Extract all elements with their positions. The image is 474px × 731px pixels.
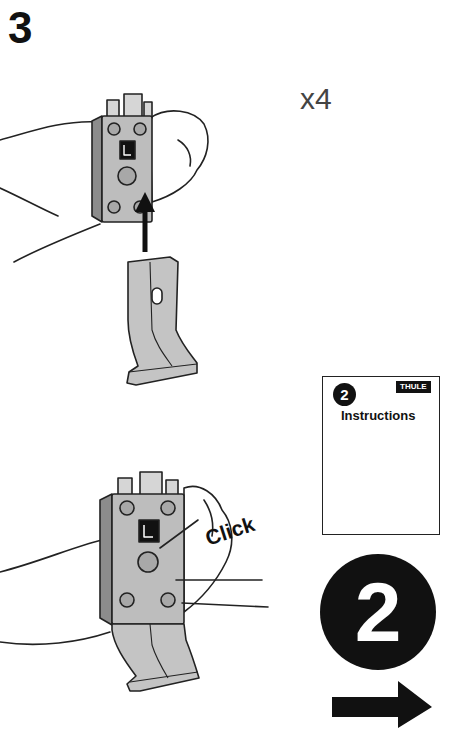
clip <box>152 288 162 304</box>
clip <box>130 672 198 682</box>
clip <box>150 262 172 366</box>
clip <box>150 624 168 678</box>
bracket <box>139 520 159 542</box>
hand-outline <box>0 122 98 140</box>
next-arrow <box>332 681 432 728</box>
hand-outline <box>0 111 208 266</box>
instructions-booklet-text: Instructions <box>341 409 415 422</box>
bracket <box>161 593 175 607</box>
bracket <box>120 593 134 607</box>
hand-outline <box>150 111 208 202</box>
hand-outline <box>0 122 100 266</box>
clip <box>127 257 197 385</box>
hand-outline <box>0 188 58 216</box>
bracket <box>140 472 162 496</box>
clip <box>112 624 199 691</box>
up-arrow <box>135 192 155 252</box>
booklet-step-circle: 2 <box>333 383 356 406</box>
hand-outline <box>0 486 232 644</box>
hand-outline <box>178 140 191 166</box>
next-step-circle-text: 2 <box>355 570 402 654</box>
bracket <box>134 123 146 135</box>
next-arrow <box>332 681 432 728</box>
bracket <box>108 123 120 135</box>
brand-tag: THULE <box>396 381 431 393</box>
click-lines <box>176 579 262 581</box>
click-lines <box>160 520 198 548</box>
booklet-step-circle-text: 2 <box>340 387 348 402</box>
click-lines <box>182 603 268 607</box>
bracket <box>124 145 131 155</box>
bracket <box>108 201 120 213</box>
hand-outline <box>0 632 110 644</box>
bracket <box>92 116 102 222</box>
bracket <box>161 501 175 515</box>
quantity-label: x4 <box>300 84 332 114</box>
clip <box>129 364 197 372</box>
bracket <box>100 472 184 625</box>
bracket <box>100 494 112 625</box>
up-arrow <box>135 192 155 212</box>
bracket <box>112 494 184 624</box>
bracket <box>124 94 142 118</box>
instructions-booklet: Instructions 2 THULE <box>322 376 440 535</box>
brand-tag-text: THULE <box>400 383 427 391</box>
hand-outline <box>184 486 232 612</box>
step-number: 3 <box>8 6 32 50</box>
bracket <box>120 501 134 515</box>
bracket <box>120 141 135 159</box>
clip <box>127 257 197 385</box>
hand-outline <box>14 224 100 262</box>
clip <box>112 624 199 691</box>
up-arrow <box>143 208 148 252</box>
bracket <box>118 167 136 185</box>
hand-outline <box>0 538 110 572</box>
bracket <box>144 525 153 537</box>
click-label: Click <box>203 513 257 548</box>
next-step-circle: 2 <box>320 554 436 670</box>
bracket <box>138 552 158 572</box>
